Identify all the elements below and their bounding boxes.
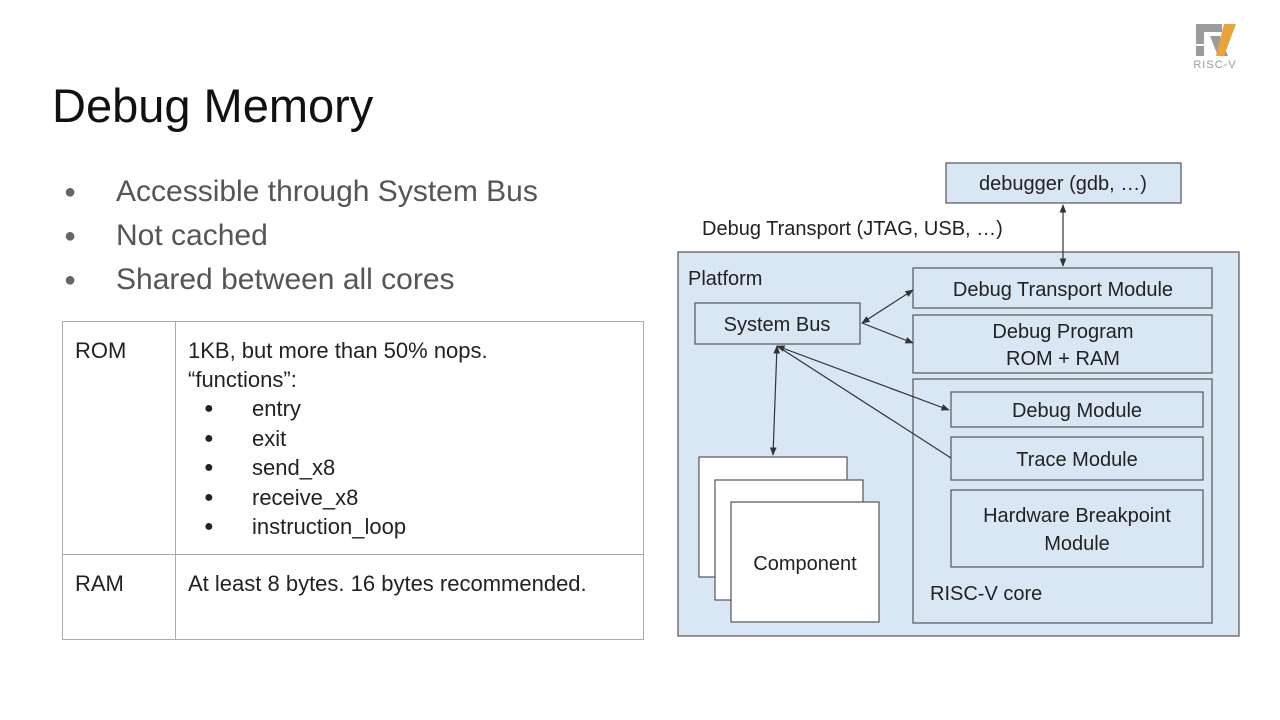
bullet-dot-icon: ●: [204, 459, 214, 476]
component-box-front: [730, 501, 880, 623]
bullet-dot-icon: ●: [204, 400, 214, 417]
bullet-dot-icon: ●: [64, 181, 77, 203]
debug-module-label: Debug Module: [1012, 400, 1142, 422]
hardware-breakpoint-module-box: [950, 489, 1204, 568]
memory-table: ROM 1KB, but more than 50% nops. “functi…: [62, 321, 644, 640]
hardware-breakpoint-label-line2: Module: [1044, 533, 1110, 555]
system-bus-box: [694, 302, 861, 345]
debug-program-label-line2: ROM + RAM: [1006, 348, 1120, 370]
bullet-dot-icon: ●: [64, 269, 77, 291]
debug-program-label-line1: Debug Program: [992, 321, 1133, 343]
rom-line2: “functions”:: [188, 367, 297, 392]
ram-key: RAM: [62, 554, 176, 640]
system-bus-label: System Bus: [724, 314, 831, 336]
arrow-bus-trace-module: [776, 345, 952, 459]
rom-functions-list: ●entry ●exit ●send_x8 ●receive_x8 ●instr…: [188, 394, 631, 542]
function-item: ●receive_x8: [202, 483, 631, 513]
slide-title: Debug Memory: [52, 79, 374, 132]
rom-key: ROM: [62, 321, 176, 555]
bullet-item: ●Shared between all cores: [64, 258, 538, 302]
debugger-label: debugger (gdb, …): [979, 173, 1147, 195]
ram-value: At least 8 bytes. 16 bytes recommended.: [175, 554, 644, 640]
function-item: ●exit: [202, 424, 631, 454]
bullet-dot-icon: ●: [204, 429, 214, 447]
bullet-dot-icon: ●: [64, 225, 77, 247]
function-item: ●instruction_loop: [202, 512, 631, 542]
bullet-list: ●Accessible through System Bus ●Not cach…: [64, 170, 538, 302]
rom-value: 1KB, but more than 50% nops. “functions”…: [175, 321, 644, 555]
function-item: ●entry: [202, 394, 631, 424]
arrow-bus-transport-module: [861, 289, 914, 324]
riscv-logo-text: RISC-V: [1193, 59, 1237, 71]
trace-module-box: [950, 436, 1204, 481]
platform-label: Platform: [688, 268, 762, 290]
component-label: Component: [753, 553, 857, 575]
arrow-bus-component: [769, 345, 781, 456]
rom-line1: 1KB, but more than 50% nops.: [188, 338, 488, 363]
transport-label: Debug Transport (JTAG, USB, …): [702, 218, 1003, 240]
hardware-breakpoint-label-line1: Hardware Breakpoint: [983, 505, 1171, 527]
debug-program-box: [912, 314, 1213, 374]
debug-module-box: [950, 391, 1204, 428]
riscv-logo-icon: [1196, 24, 1236, 56]
trace-module-label: Trace Module: [1016, 449, 1138, 471]
bullet-dot-icon: ●: [204, 518, 214, 535]
arrow-bus-debug-program: [861, 322, 914, 344]
arrow-bus-debug-module: [776, 345, 950, 411]
bullet-item: ●Accessible through System Bus: [64, 170, 538, 214]
debug-transport-module-box: [912, 267, 1213, 309]
bullet-dot-icon: ●: [204, 488, 214, 506]
bullet-item: ●Not cached: [64, 214, 538, 258]
function-item: ●send_x8: [202, 453, 631, 483]
debugger-box: [945, 162, 1182, 204]
debug-transport-module-label: Debug Transport Module: [953, 279, 1173, 301]
table-row-ram: RAM At least 8 bytes. 16 bytes recommend…: [62, 554, 644, 640]
table-row-rom: ROM 1KB, but more than 50% nops. “functi…: [62, 321, 644, 555]
riscv-core-label: RISC-V core: [930, 583, 1042, 605]
